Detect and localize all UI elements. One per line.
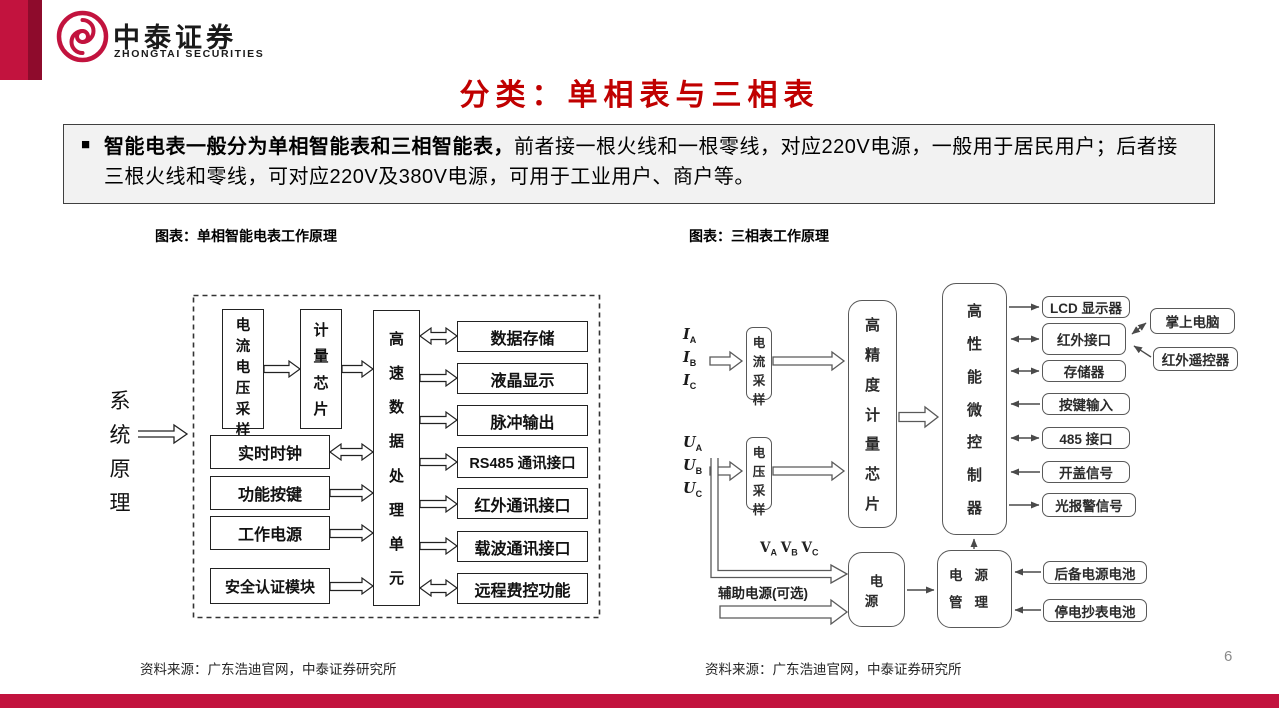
node-working-power: 工作电源 [210,516,330,550]
node-meter-battery: 停电抄表电池 [1043,599,1147,622]
arrow-chip-to-dpu [341,359,375,379]
system-arrow-icon [138,423,189,445]
label-ib: IB [683,349,697,368]
bullet-square-icon: ■ [81,136,91,153]
node-function-keys: 功能按键 [210,476,330,510]
node-power-label: 电源 [864,573,894,609]
arrow-aux-power [719,598,849,626]
summary-text-bold: 智能电表一般分为单相智能表和三相智能表， [104,136,514,158]
arrow-current-sampling-to-chip [772,350,846,372]
arrow-dpu-to-carrier [419,536,459,556]
current-input-labels: IA IB IC [683,326,696,395]
line-arrows [907,303,1152,614]
node-light-alarm: 光报警信号 [1042,493,1136,517]
summary-text: 智能电表一般分为单相智能表和三相智能表，前者接一根火线和一根零线，对应220V电… [104,132,1186,192]
node-pulse-output: 脉冲输出 [457,405,588,436]
zhongtai-logo-icon [56,10,109,63]
node-power: 电源 [848,552,905,627]
three-phase-diagram-arrows [709,303,1152,626]
node-palmtop: 掌上电脑 [1150,308,1235,334]
node-power-mgmt-label: 电源管理 [949,568,1000,610]
arrow-dpu-to-infrared [419,494,459,514]
label-ub: UB [683,457,703,476]
node-power-mgmt: 电源管理 [937,550,1012,628]
label-ic: IC [683,372,697,391]
arrow-remote-to-ir [1133,345,1152,358]
node-mcu: 高性能微控制器 [942,283,1007,535]
node-key-input: 按键输入 [1042,393,1130,415]
system-principle-label: 系统原理 [109,390,131,515]
arrow-chip-to-mcu [898,405,940,429]
arrow-currents-in [709,350,744,372]
accent-bar-bright [0,0,28,80]
three-phase-diagram: IA IB IC UA UB UC VA VB VC 辅助电源(可选) 电流采样… [680,278,1260,656]
node-voltage-sampling: 电压采样 [746,437,772,517]
node-ir-remote: 红外遥控器 [1153,347,1238,371]
node-memory: 存储器 [1042,360,1126,382]
node-carrier-port: 载波通讯接口 [457,531,588,562]
summary-box: ■ 智能电表一般分为单相智能表和三相智能表，前者接一根火线和一根零线，对应220… [63,124,1215,204]
right-source: 资料来源：广东浩迪官网，中泰证券研究所 [705,662,962,677]
right-figure-caption: 图表：三相表工作原理 [689,228,829,244]
page-number: 6 [1224,648,1233,665]
node-current-voltage-sampling: 电流电压采样 [222,309,264,439]
left-source: 资料来源：广东浩迪官网，中泰证券研究所 [140,662,397,677]
label-ua: UA [683,434,703,453]
single-phase-diagram-arrows [138,294,601,619]
arrow-dpu-to-lcd [419,368,459,388]
brand-name-en: ZHONGTAI SECURITIES [114,48,265,60]
node-lcd-display: 液晶显示 [457,363,588,394]
brand-name-cn: 中泰证券 [113,23,237,53]
node-rtc: 实时时钟 [210,435,330,469]
node-infrared-port: 红外通讯接口 [457,488,588,519]
arrow-sampling-to-chip [263,359,302,379]
node-data-storage: 数据存储 [457,321,588,352]
label-ia: IA [683,326,697,345]
label-uc: UC [683,480,703,499]
single-phase-diagram: 系统原理 电流电压采样 计量芯片 高速数据处理单元 实时时钟 功能按键 工作电源… [100,288,612,624]
node-backup-battery: 后备电源电池 [1043,561,1147,584]
label-va-vb-vc: VA VB VC [760,540,819,558]
arrow-dpu-feecontrol-bidirectional [418,578,459,598]
node-ir-port: 红外接口 [1042,323,1126,355]
arrow-dpu-to-rs485 [419,452,459,472]
arrow-security-to-dpu [329,576,375,596]
arrow-power-to-dpu [329,523,375,543]
arrow-ir-palmtop-bidirectional [1131,322,1147,335]
accent-bar-dark [28,0,42,80]
node-485-port: 485 接口 [1042,427,1130,449]
left-figure-caption: 图表：单相智能电表工作原理 [155,228,337,244]
node-lcd: LCD 显示器 [1042,296,1130,318]
arrow-dpu-to-pulse [419,410,459,430]
block-arrows [709,350,940,626]
node-rs485-port: RS485 通讯接口 [457,447,588,478]
node-current-sampling: 电流采样 [746,327,772,407]
arrow-rtc-dpu-bidirectional [328,442,375,462]
bottom-accent-bar [0,694,1279,708]
node-high-speed-dpu: 高速数据处理单元 [373,310,420,606]
block-arrows [263,326,459,598]
node-security-module: 安全认证模块 [210,568,330,604]
label-aux-power: 辅助电源(可选) [718,586,808,601]
node-precision-chip: 高精度计量芯片 [848,300,897,528]
node-cover-signal: 开盖信号 [1042,461,1130,483]
node-remote-fee-control: 远程费控功能 [457,573,588,604]
dashed-border [192,294,601,619]
summary-text-rest: 前者接一根火线和一根零线，对应220V电源，一般用于居民用户；后者接三根火线和零… [104,136,1178,188]
page-title: 分类：单相表与三相表 [459,79,820,112]
node-metering-chip: 计量芯片 [300,309,342,429]
arrow-vabc-elbow [710,458,849,585]
voltage-input-labels: UA UB UC [683,434,702,503]
arrow-dpu-storage-bidirectional [418,326,459,346]
arrow-keys-to-dpu [329,483,375,503]
arrow-voltage-sampling-to-chip [772,460,846,482]
